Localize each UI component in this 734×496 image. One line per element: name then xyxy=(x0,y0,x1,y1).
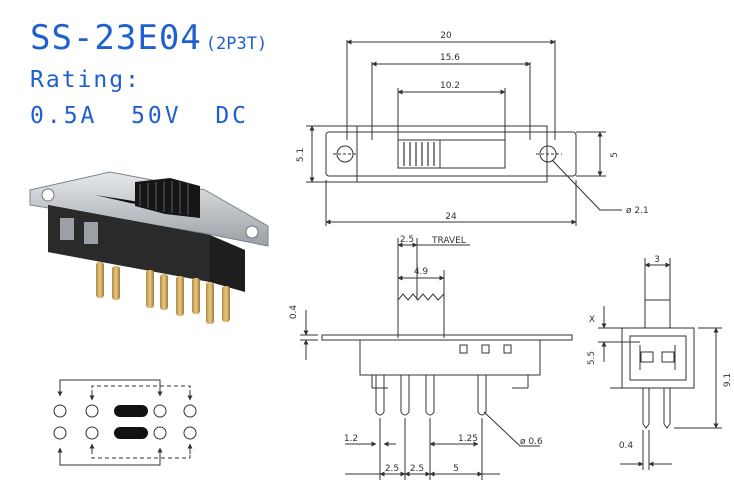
dim-hole: ø 2.1 xyxy=(626,206,649,216)
dim-overall-frame: 20 xyxy=(440,31,452,41)
dim-pin-gap: 1.25 xyxy=(458,434,478,444)
model-number: SS-23E04 xyxy=(30,18,202,58)
dim-pitch-1: 2.5 xyxy=(385,464,399,474)
dim-slot: 10.2 xyxy=(440,81,460,91)
dim-pitch-2: 2.5 xyxy=(410,464,424,474)
dim-width: 5 xyxy=(610,152,620,158)
dim-side-body: 5.5 xyxy=(587,351,597,365)
dim-side-pin: 0.4 xyxy=(619,441,634,451)
circuit-bridge-top xyxy=(114,405,148,417)
circuit-diagram xyxy=(53,379,197,466)
dim-actuator: 4.9 xyxy=(414,267,429,277)
front-view xyxy=(300,238,573,480)
dim-side-top: 3 xyxy=(654,255,660,265)
dim-pin-w: 1.2 xyxy=(344,434,358,444)
dim-plate: 0.4 xyxy=(289,305,299,320)
rating-value: 0.5A 50V DC xyxy=(30,103,250,129)
dim-pitch-3: 5 xyxy=(453,464,459,474)
model-title: SS-23E04(2P3T) xyxy=(30,18,267,64)
model-suffix: (2P3T) xyxy=(205,34,268,54)
dim-pin-dia: ø 0.6 xyxy=(520,437,543,447)
dim-length: 24 xyxy=(445,212,457,222)
dim-side-total: 9.1 xyxy=(723,373,733,387)
dim-mid: 15.6 xyxy=(440,53,460,63)
switch-photo xyxy=(29,171,269,324)
travel-label: TRAVEL xyxy=(431,236,466,246)
circuit-bridge-bottom xyxy=(114,427,148,439)
dim-height: 5.1 xyxy=(296,148,306,162)
top-view xyxy=(306,39,622,226)
rating-label: Rating: xyxy=(30,67,141,93)
dim-side-x: X xyxy=(589,315,595,325)
dim-travel: 2.5 xyxy=(400,235,414,245)
side-view xyxy=(598,258,722,470)
